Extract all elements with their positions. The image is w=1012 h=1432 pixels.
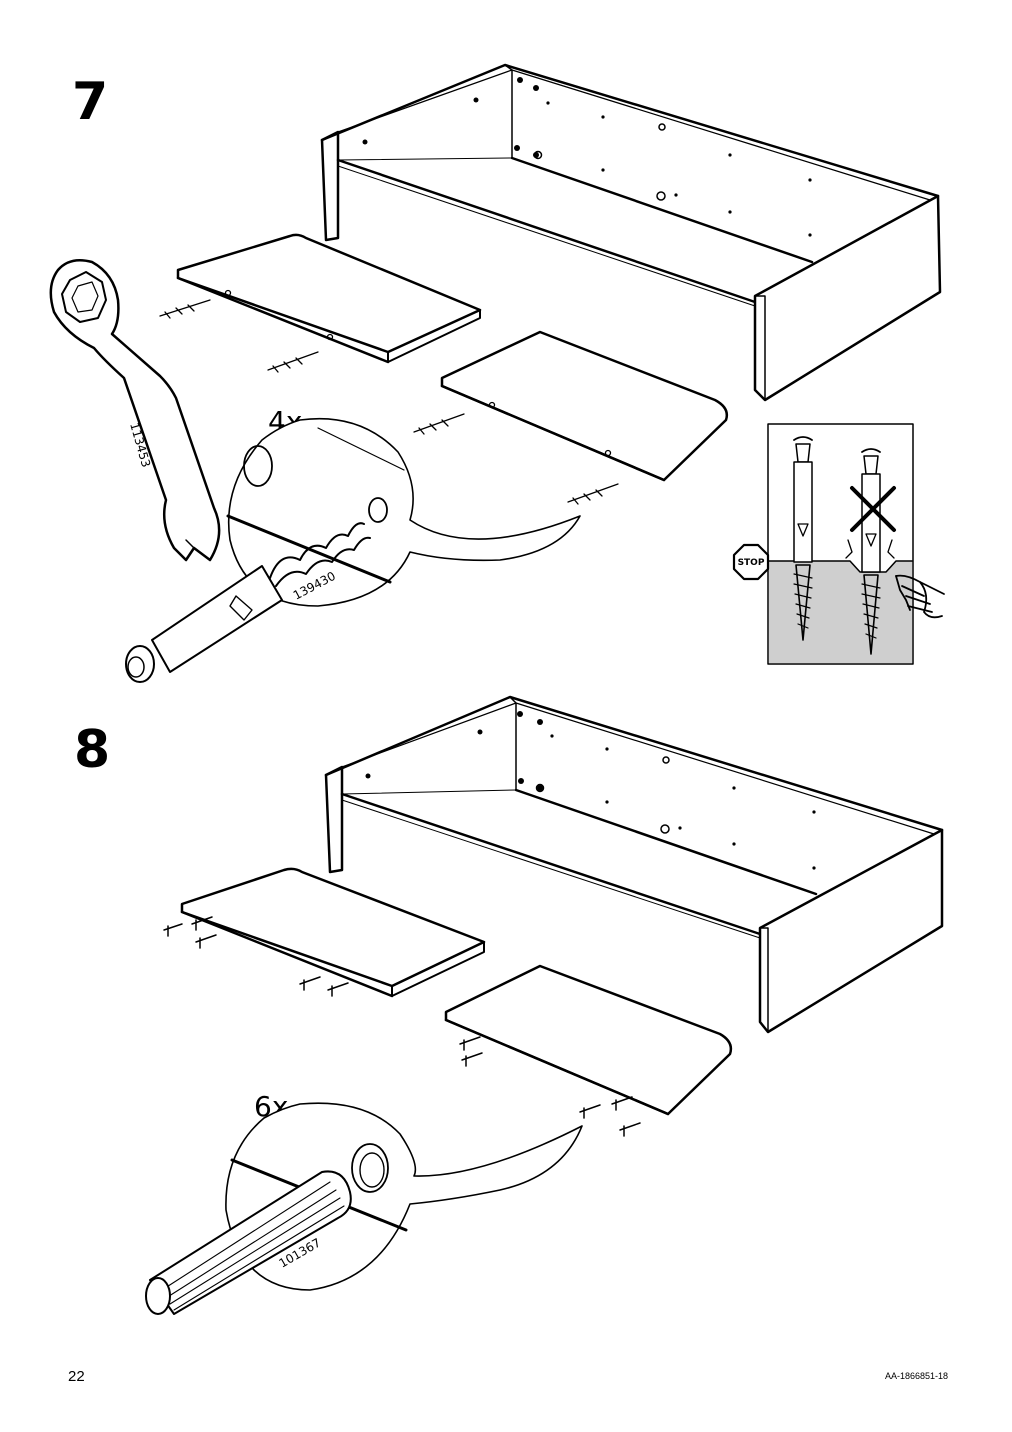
step-7-number: 7 (72, 72, 109, 132)
step-7-dowel-callout: 139430 (125, 417, 581, 683)
step-8-number: 8 (74, 720, 111, 780)
step-8-shelf-right (444, 964, 733, 1116)
step-8-wood-dowels-right (459, 1036, 641, 1137)
pointing-hand-icon (895, 574, 945, 619)
step-7-frame (320, 63, 942, 402)
step-8-dowel-callout: 101367 (145, 1102, 583, 1315)
stop-warning-panel: STOP (732, 423, 945, 665)
step-7-dowels-left (159, 299, 319, 373)
document-code: AA-1866851-18 (884, 1371, 948, 1381)
step-8-shelf-left (180, 867, 486, 998)
stop-sign-text: STOP (738, 558, 765, 568)
step-7-shelf-right (440, 330, 729, 482)
step-8-frame (324, 695, 944, 1034)
page-number: 22 (68, 1368, 85, 1385)
step-7-shelf-left (176, 233, 482, 364)
step-7-dowels-right (413, 413, 619, 505)
step-8-wood-dowels-left (163, 916, 349, 997)
